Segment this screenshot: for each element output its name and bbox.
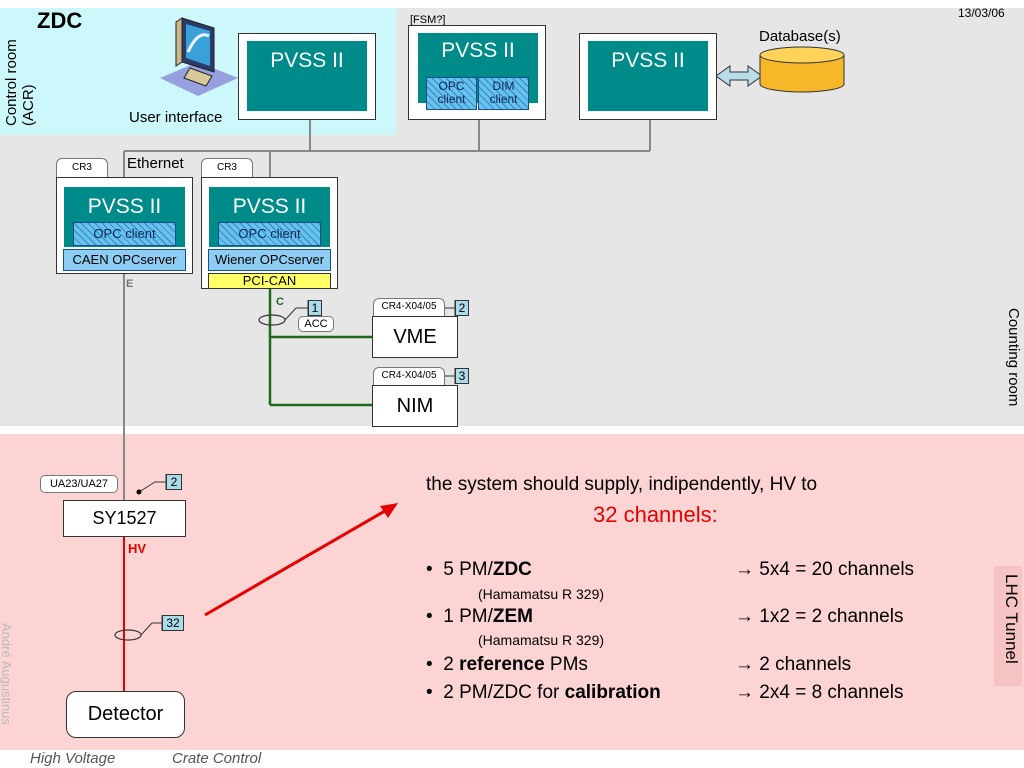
counting-room-label: Counting room: [1005, 308, 1022, 407]
bullet-3-bold: reference: [459, 654, 545, 675]
c-label: C: [276, 296, 284, 308]
cr3-tab-left: CR3: [56, 158, 108, 178]
lhc-tunnel-label: LHC Tunnel: [1002, 574, 1021, 664]
bullet-1-result: → 5x4 = 20 channels: [735, 559, 915, 580]
bidirectional-arrow-icon: [716, 66, 762, 86]
ua-number: 2: [166, 474, 182, 490]
date-label: 13/03/06: [958, 6, 1005, 20]
user-computer-icon: [160, 16, 240, 98]
bullet-1-pre: 5 PM/: [443, 559, 493, 580]
requirement-line2: 32 channels:: [593, 502, 718, 527]
bullet-1: • 5 PM/ZDC: [426, 559, 532, 580]
fsm-opc-client[interactable]: OPC client: [426, 77, 477, 110]
detector-box[interactable]: Detector: [66, 691, 185, 738]
bullet-4-pre: 2 PM/ZDC for: [443, 682, 565, 703]
caen-opc-server[interactable]: CAEN OPCserver: [63, 249, 186, 271]
control-room-label: Control room (ACR): [3, 39, 37, 126]
footer-crate-control: Crate Control: [172, 750, 262, 767]
bullet-4: • 2 PM/ZDC for calibration: [426, 682, 661, 703]
bullet-1-sub: (Hamamatsu R 329): [478, 586, 605, 602]
zdc-title: ZDC: [37, 8, 83, 33]
sy1527-mainframe[interactable]: SY1527: [63, 500, 186, 537]
hv-label: HV: [128, 541, 147, 556]
bullet-2-sub: (Hamamatsu R 329): [478, 632, 605, 648]
bullet-2-bold: ZEM: [492, 606, 533, 627]
bullet-1-bold: ZDC: [492, 559, 532, 580]
pci-can-card[interactable]: PCI-CAN: [208, 273, 331, 289]
ethernet-label: Ethernet: [127, 155, 184, 172]
user-interface-label: User interface: [129, 109, 223, 126]
wiener-opc-server[interactable]: Wiener OPCserver: [208, 249, 331, 271]
fsm-dim-client[interactable]: DIM client: [478, 77, 529, 110]
vme-crate[interactable]: VME: [372, 316, 458, 358]
bullet-2-result: → 1x2 = 2 channels: [735, 606, 904, 627]
control-room-label-line2: (ACR): [20, 84, 37, 126]
vme-number: 2: [455, 300, 469, 316]
acc-label: ACC: [298, 316, 334, 332]
footer-high-voltage: High Voltage: [30, 750, 116, 767]
bullet-3-pre: 2: [443, 654, 460, 675]
channel-count: 32: [162, 615, 184, 631]
lhc-tunnel-label-bg: [994, 566, 1022, 686]
control-room-pvss[interactable]: PVSS II: [247, 41, 367, 111]
database-label: Database(s): [759, 28, 841, 45]
nim-number: 3: [455, 368, 469, 384]
fsm-pvss-label: PVSS II: [441, 39, 515, 62]
bullet-3: • 2 reference PMs: [426, 654, 588, 675]
bullet-3-post: PMs: [544, 654, 588, 675]
author-watermark: André Augustinus: [0, 623, 14, 725]
fsm-tag: [FSM?]: [410, 14, 446, 26]
bullet-2-pre: 1 PM/: [443, 606, 493, 627]
bullet-4-result: → 2x4 = 8 channels: [735, 682, 904, 703]
acc-number: 1: [308, 300, 322, 316]
db-pvss[interactable]: PVSS II: [588, 41, 708, 111]
right-opc-client[interactable]: OPC client: [218, 222, 321, 246]
nim-crate[interactable]: NIM: [372, 385, 458, 427]
vme-crate-tag: CR4-X04/05: [373, 298, 445, 316]
bullet-3-result: → 2 channels: [735, 654, 852, 675]
nim-crate-tag: CR4-X04/05: [373, 367, 445, 385]
e-label: E: [126, 278, 134, 290]
bullet-4-bold: calibration: [564, 682, 661, 703]
cr3-tab-right: CR3: [201, 158, 253, 178]
control-room-label-line1: Control room: [3, 39, 20, 126]
ua-tag: UA23/UA27: [40, 475, 118, 493]
bullet-2: • 1 PM/ZEM: [426, 606, 533, 627]
requirement-line1: the system should supply, indipendently,…: [426, 474, 818, 495]
database-icon: [760, 47, 844, 92]
left-opc-client[interactable]: OPC client: [73, 222, 176, 246]
